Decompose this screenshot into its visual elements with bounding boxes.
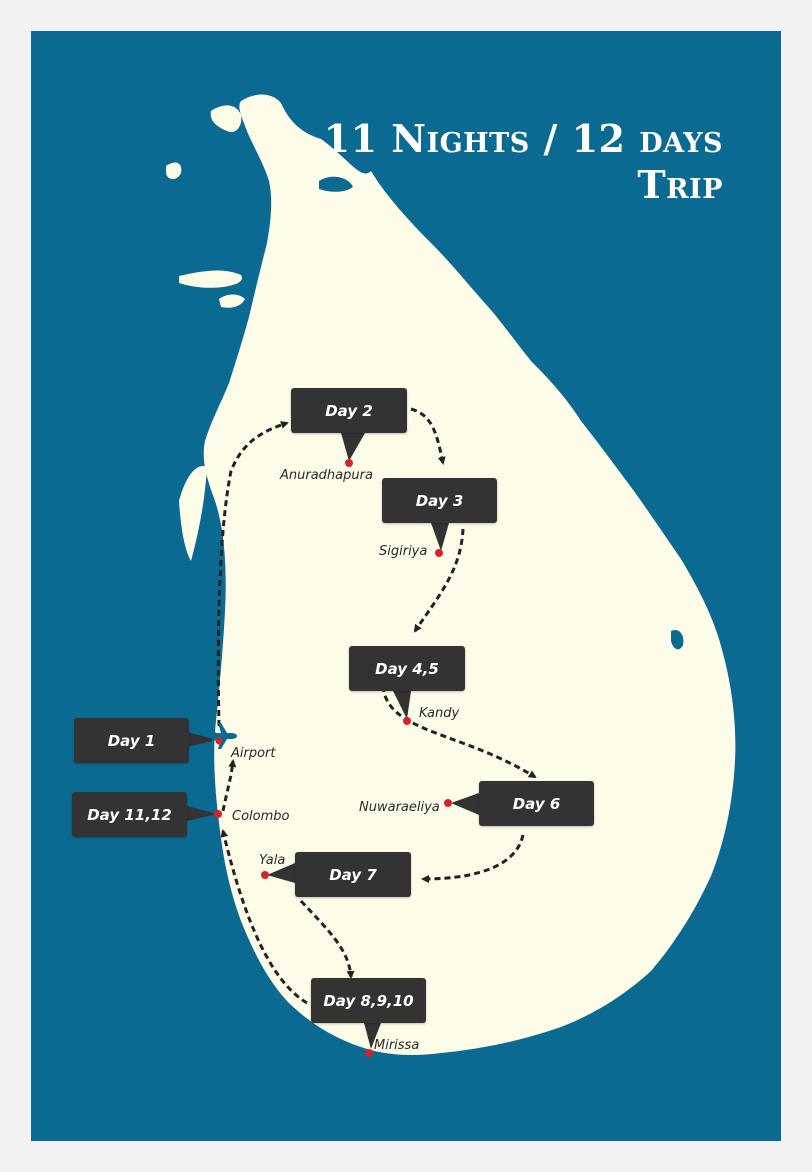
page-subtitle: Trip	[637, 162, 723, 207]
route-kandy-to-nuwaraeliya	[381, 685, 537, 779]
route-sigiriya-to-kandy	[413, 528, 465, 633]
marker-yala	[261, 871, 269, 879]
place-sigiriya: Sigiriya	[379, 544, 428, 559]
callout-pointers	[187, 433, 479, 1049]
map-frame: 11 Nights / 12 days Trip Day 1 Day 2 Day…	[31, 31, 781, 1141]
location-markers	[214, 459, 452, 1057]
route-yala-to-mirissa	[299, 899, 355, 979]
route-colombo-to-airport	[221, 759, 237, 812]
place-kandy: Kandy	[419, 706, 460, 721]
callout-day7[interactable]: Day 7	[295, 852, 411, 897]
sri-lanka-map	[166, 94, 736, 1057]
route-day6-to-yala	[421, 834, 525, 883]
north-lagoon	[319, 176, 353, 192]
callout-day6[interactable]: Day 6	[479, 781, 594, 826]
place-colombo: Colombo	[232, 809, 290, 824]
place-anuradhapura: Anuradhapura	[280, 468, 373, 483]
callout-day1[interactable]: Day 1	[74, 718, 189, 763]
marker-colombo	[214, 810, 222, 818]
west-islet	[219, 294, 245, 308]
marker-anuradhapura	[345, 459, 353, 467]
airplane-icon	[211, 723, 237, 749]
page-title: 11 Nights / 12 days	[323, 116, 723, 161]
west-coast-spit	[179, 466, 207, 561]
route	[216, 407, 537, 1005]
north-peninsula	[179, 270, 243, 288]
east-lagoon	[671, 629, 684, 650]
marker-mirissa	[365, 1049, 373, 1057]
place-yala: Yala	[259, 853, 286, 868]
callout-day45[interactable]: Day 4,5	[349, 646, 465, 691]
route-mirissa-to-colombo	[220, 829, 308, 1005]
marker-kandy	[403, 717, 411, 725]
route-airport-to-anuradhapura	[216, 421, 289, 727]
callout-day11[interactable]: Day 11,12	[72, 792, 187, 837]
callout-day8[interactable]: Day 8,9,10	[311, 978, 426, 1023]
island-shape	[203, 94, 736, 1055]
marker-nuwaraeliya	[444, 799, 452, 807]
callout-day2[interactable]: Day 2	[291, 388, 407, 433]
north-islet-2	[210, 105, 242, 133]
place-mirissa: Mirissa	[374, 1038, 420, 1053]
marker-airport	[215, 737, 223, 745]
marker-sigiriya	[435, 549, 443, 557]
place-nuwaraeliya: Nuwaraeliya	[359, 800, 440, 815]
north-islet	[166, 162, 182, 180]
route-day2-to-day3	[410, 407, 446, 465]
place-airport: Airport	[231, 746, 276, 761]
callout-day3[interactable]: Day 3	[382, 478, 497, 523]
